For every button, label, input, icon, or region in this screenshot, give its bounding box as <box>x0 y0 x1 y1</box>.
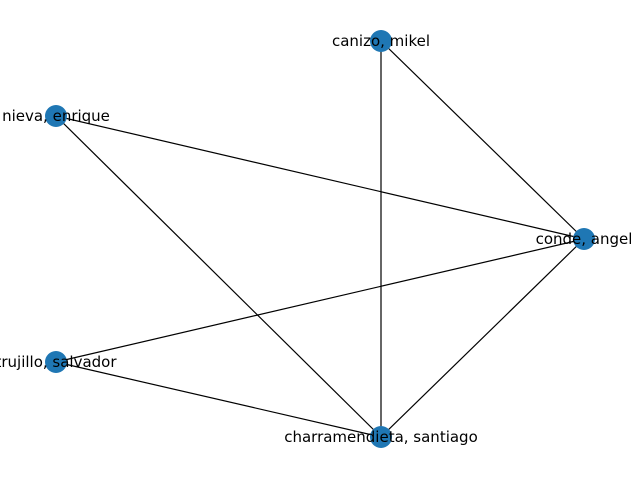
edge-nieva-charramendieta <box>55 115 382 438</box>
node-label-trujillo: trujillo, salvador <box>0 353 117 371</box>
node-label-charramendieta: charramendieta, santiago <box>284 428 478 446</box>
node-nieva <box>45 105 67 127</box>
edges-layer <box>55 40 585 438</box>
node-conde <box>573 228 595 250</box>
node-label-nieva: nieva, enrique <box>2 107 110 125</box>
node-canizo <box>370 30 392 52</box>
labels-layer: canizo, mikel nieva, enrique conde, angel t… <box>0 32 632 446</box>
edge-conde-trujillo <box>55 238 585 363</box>
nodes-layer <box>45 30 595 448</box>
node-charramendieta <box>370 426 392 448</box>
edge-trujillo-charramendieta <box>55 361 382 438</box>
node-label-conde: conde, angel <box>536 230 633 248</box>
edge-conde-charramendieta <box>380 238 585 438</box>
node-label-canizo: canizo, mikel <box>332 32 430 50</box>
edge-nieva-conde <box>55 115 585 240</box>
edge-canizo-conde <box>380 40 585 240</box>
node-trujillo <box>45 351 67 373</box>
